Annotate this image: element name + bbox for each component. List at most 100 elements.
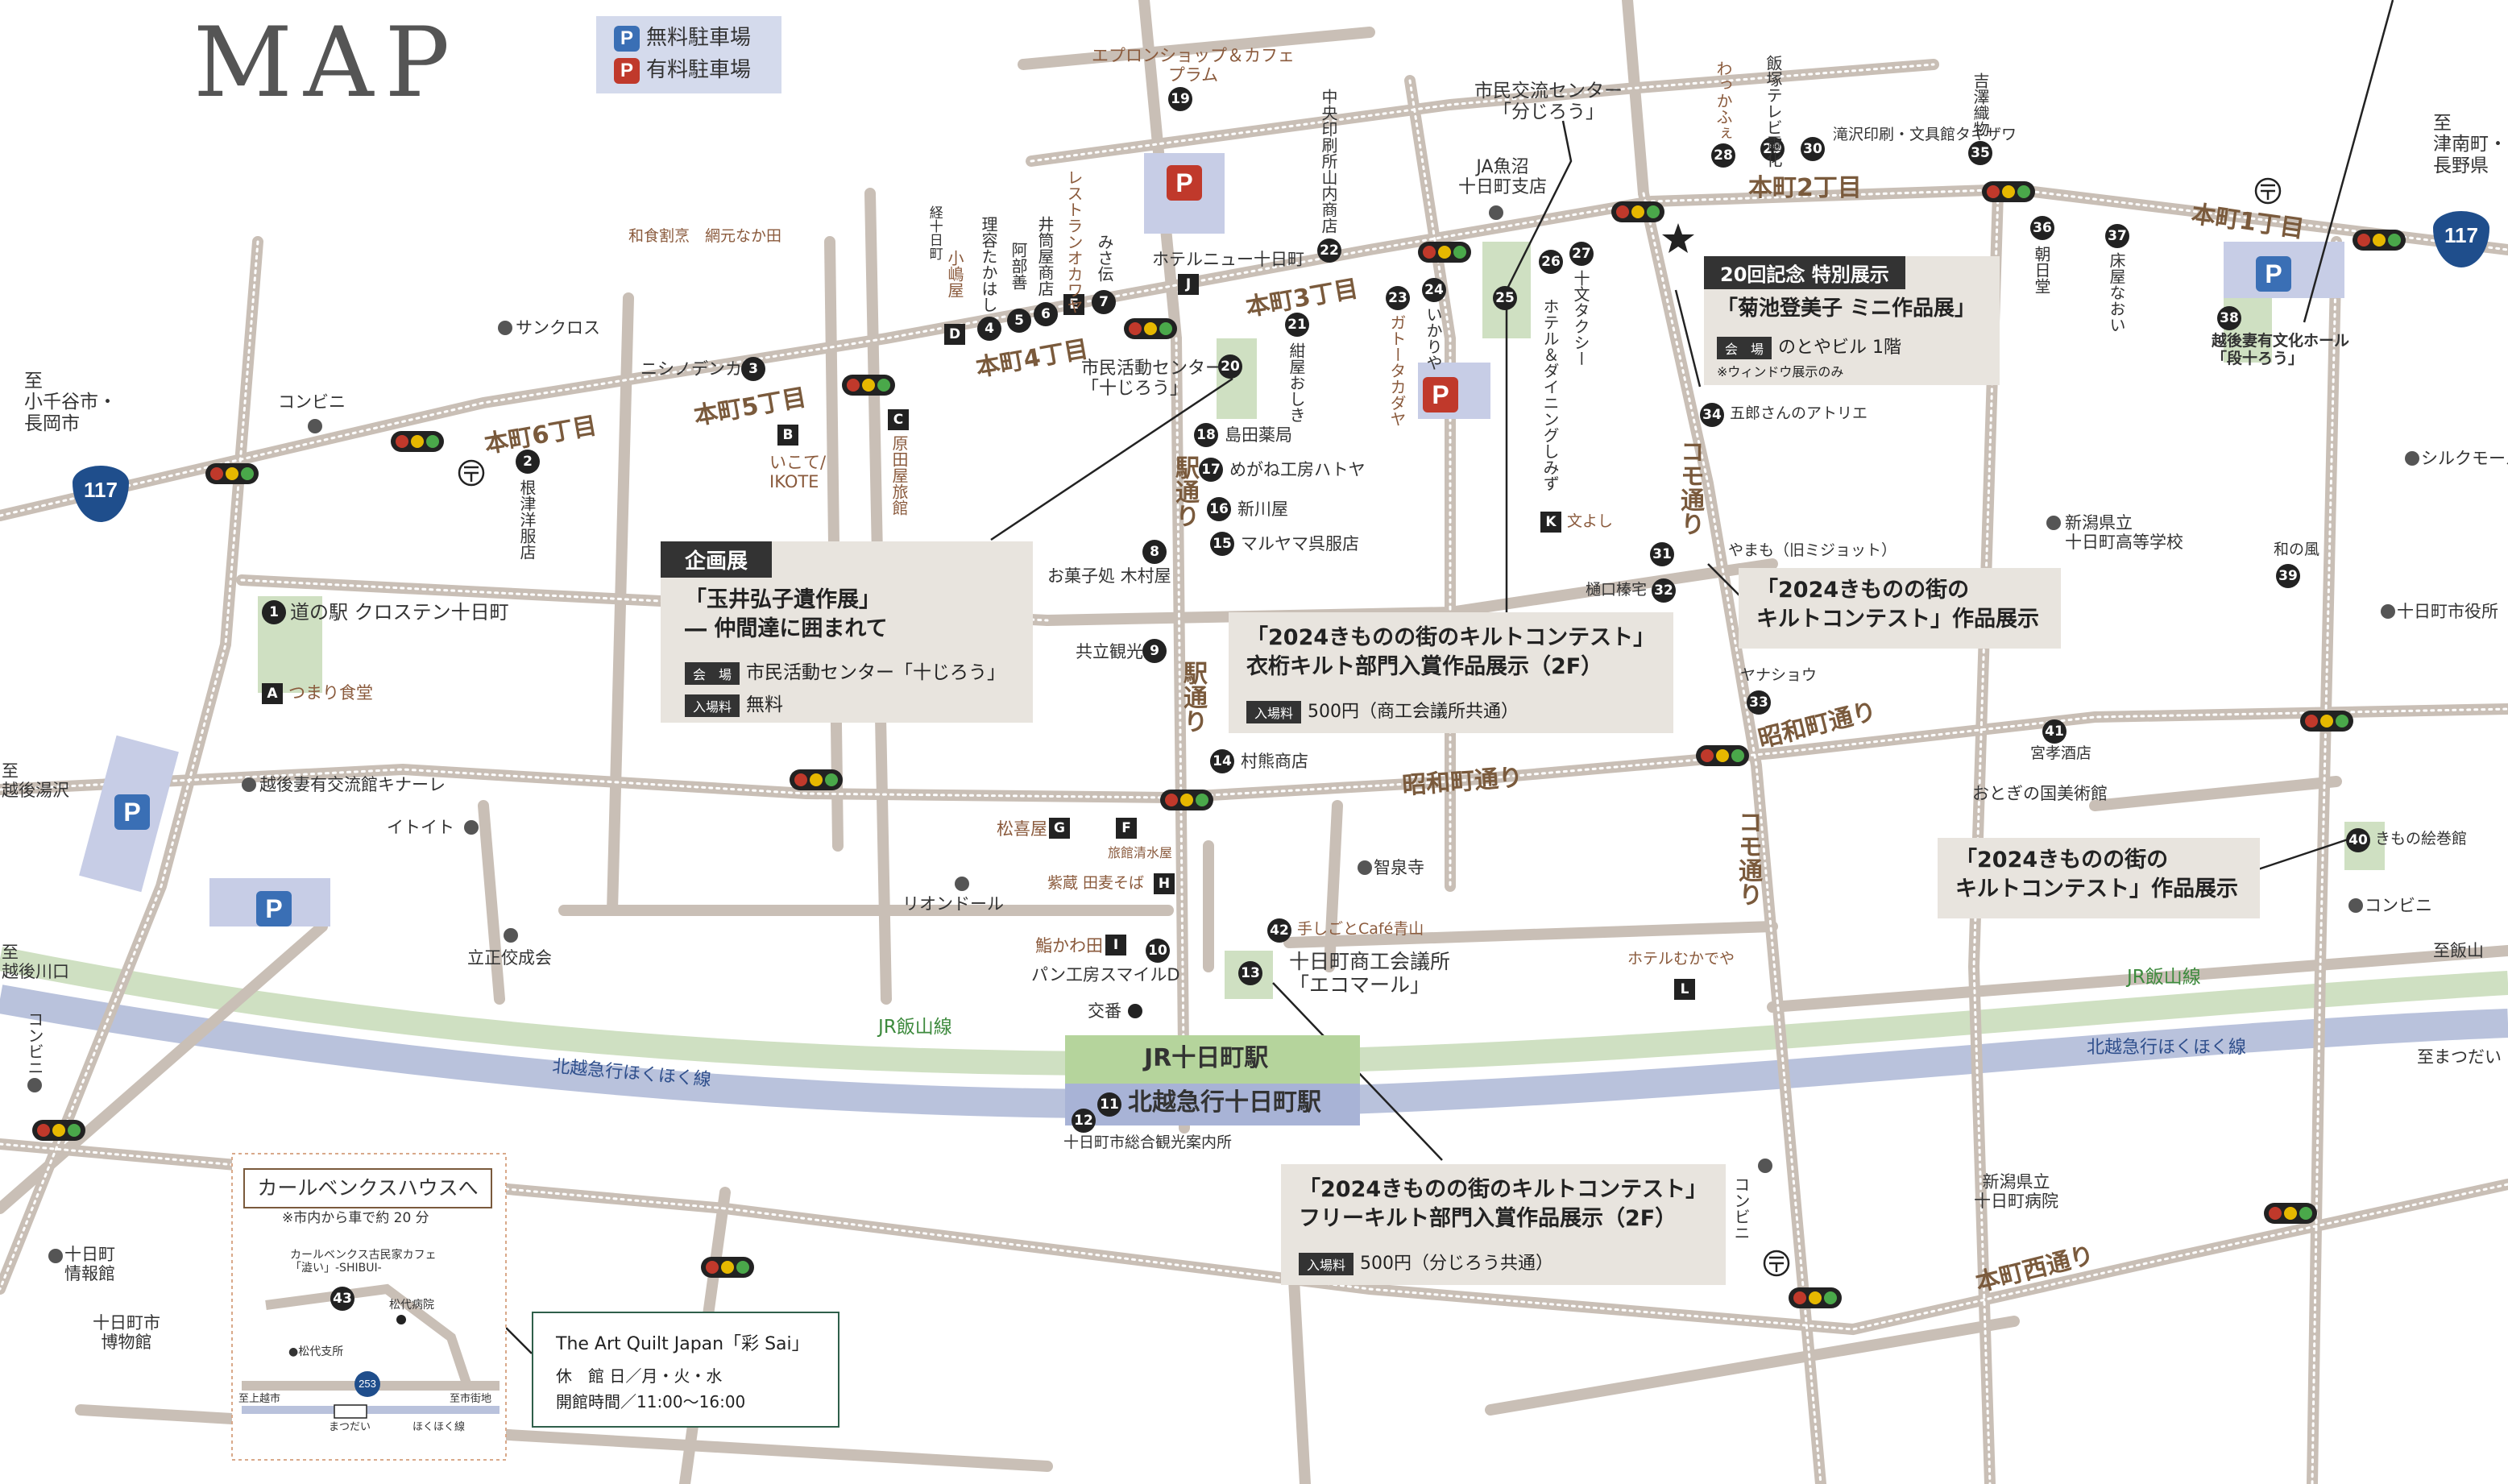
marker-A: A xyxy=(262,683,283,704)
place-5: 阿部善 xyxy=(1009,242,1028,290)
place-17: めがね工房ハトヤ xyxy=(1229,460,1366,479)
marker-F: F xyxy=(1116,818,1137,839)
marker-13: 13 xyxy=(1238,961,1262,985)
karl-matsudai: まつだい xyxy=(329,1421,371,1433)
place-34: 五郎さんのアトリエ xyxy=(1730,404,1868,422)
marker-20: 20 xyxy=(1218,354,1242,379)
marker-I: I xyxy=(1105,935,1126,955)
kikaku-exhibit-box: 企画展 「玉井弘子遺作展」 ― 仲間達に囲まれて 会 場市民活動センター「十じろ… xyxy=(661,541,1033,723)
place-otokoyu: 経十日町 xyxy=(926,205,943,260)
kanko-label: 十日町市総合観光案内所 xyxy=(1063,1134,1233,1151)
free-parking-icon: P xyxy=(114,794,150,830)
jr-line-label-2: JR飯山線 xyxy=(2127,967,2201,988)
marker-39: 39 xyxy=(2276,564,2300,588)
place-kinare: 越後妻有交流館キナーレ xyxy=(259,775,446,794)
kikaku-head: 企画展 xyxy=(661,541,773,578)
place-37: 床屋なおい xyxy=(2107,252,2126,333)
place-8: お菓子処 木村屋 xyxy=(1047,566,1171,586)
place-shiruku: シルクモール xyxy=(2421,449,2508,468)
direction-iiyama: 至飯山 xyxy=(2433,941,2484,960)
place-38: 越後妻有文化ホール 「段十ろう」 xyxy=(2212,332,2350,367)
marker-7: 7 xyxy=(1092,290,1116,314)
place-dot xyxy=(242,777,256,792)
place-dot xyxy=(504,928,518,943)
marker-24: 24 xyxy=(1422,278,1446,302)
marker-B: B xyxy=(777,425,798,446)
direction-yuzawa: 至 越後湯沢 xyxy=(2,761,69,801)
place-koko: 新潟県立 十日町高等学校 xyxy=(2065,513,2183,553)
place-33: ヤナショウ xyxy=(1740,666,1818,684)
marker-5: 5 xyxy=(1007,309,1031,333)
sai-box: The Art Quilt Japan「彩 Sai」 休 館 日／月・火・水 開… xyxy=(532,1312,839,1428)
place-15: マルヤマ呉服店 xyxy=(1241,534,1359,553)
place-F: 旅館清水屋 xyxy=(1108,845,1173,860)
sai-closed: 休 館 日／月・火・水 xyxy=(556,1366,723,1386)
jr-station xyxy=(1065,1035,1360,1084)
sai-hours: 開館時間／11:00〜16:00 xyxy=(556,1392,746,1411)
place-26: ホテル＆ダイニングしみず xyxy=(1540,298,1560,491)
direction-kawaguchi: 至 越後川口 xyxy=(2,943,69,982)
marker-6: 6 xyxy=(1034,302,1058,326)
marker-37: 37 xyxy=(2105,224,2129,248)
place-6: 井筒屋商店 xyxy=(1035,216,1055,296)
quilt-40-title: 「2024きものの街の キルトコンテスト」作品展示 xyxy=(1955,848,2238,902)
marker-8: 8 xyxy=(1142,540,1167,564)
kinuko-venue: 会 場のとやビル 1階 xyxy=(1717,333,1901,359)
marker-1: 1 xyxy=(262,600,286,624)
place-25: 市民交流センター 「分じろう」 xyxy=(1474,81,1623,123)
marker-34: 34 xyxy=(1700,403,1724,427)
marker-15: 15 xyxy=(1210,532,1234,556)
place-chisenji: 智泉寺 xyxy=(1374,858,1424,877)
marker-H: H xyxy=(1154,873,1175,894)
karl-hokuhoku: ほくほく線 xyxy=(412,1421,466,1433)
place-18: 島田薬局 xyxy=(1225,425,1292,445)
place-14: 村熊商店 xyxy=(1241,752,1308,771)
hokuhoku-line-label-2: 北越急行ほくほく線 xyxy=(2087,1038,2247,1058)
sai-title: The Art Quilt Japan「彩 Sai」 xyxy=(556,1334,810,1354)
place-28: わっかふぇ xyxy=(1714,60,1733,141)
marker-C: C xyxy=(888,409,909,430)
place-shiyakusho: 十日町市役所 xyxy=(2397,602,2498,621)
place-13: 十日町商工会議所 「エコマール」 xyxy=(1289,950,1451,997)
place-hakubutsukan: 十日町市 博物館 xyxy=(93,1313,160,1353)
place-wasyoku: 和食割烹 網元なか田 xyxy=(628,227,782,245)
karl-title: カールベンクスハウスへ xyxy=(243,1168,492,1208)
marker-43: 43 xyxy=(330,1287,354,1311)
quilt-31-box: 「2024きものの街の キルトコンテスト」作品展示 xyxy=(1739,568,2061,649)
street-komo: コモ通り xyxy=(1676,439,1704,536)
paid-parking-label: 有料駐車場 xyxy=(646,58,752,82)
place-42: 手しごとCafé青山 xyxy=(1297,920,1424,938)
place-23: ガトータカダヤ xyxy=(1387,314,1407,427)
place-konbini-3: コンビニ xyxy=(1731,1176,1751,1241)
marker-29: 29 xyxy=(1760,137,1785,161)
quilt-40-box: 「2024きものの街の キルトコンテスト」作品展示 xyxy=(1938,838,2260,918)
place-L: ホテルむかでや xyxy=(1627,950,1735,968)
place-40: きもの絵巻館 xyxy=(2375,830,2468,848)
place-johokan: 十日町 情報館 xyxy=(64,1245,115,1284)
place-9: 共立観光 xyxy=(1076,642,1143,661)
place-dot xyxy=(48,1249,63,1263)
place-dot xyxy=(1489,205,1503,220)
marker-J: J xyxy=(1178,274,1199,295)
place-3: ニシノデンカ xyxy=(640,359,742,379)
place-29: 飯塚テレビ電化 xyxy=(1764,55,1783,168)
street-eki: 駅通り xyxy=(1171,455,1199,528)
place-dot xyxy=(464,820,479,835)
free-parking-icon: P xyxy=(614,26,640,52)
place-konbini-2: コンビニ xyxy=(2365,896,2432,915)
karl-note: ※市内から車で約 20 分 xyxy=(282,1210,429,1226)
place-kokubi: おとぎの国美術館 xyxy=(1972,784,2108,803)
place-rissho: 立正佼成会 xyxy=(467,948,552,968)
marker-16: 16 xyxy=(1207,497,1231,521)
marker-30: 30 xyxy=(1801,137,1825,161)
place-1: 道の駅 クロステン十日町 xyxy=(290,601,509,624)
route-253-icon: 253 xyxy=(354,1371,380,1397)
marker-22: 22 xyxy=(1317,238,1341,263)
marker-33: 33 xyxy=(1747,690,1771,715)
marker-38: 38 xyxy=(2217,306,2241,330)
marker-2: 2 xyxy=(516,450,540,474)
street-komo-2: コモ通り xyxy=(1734,810,1762,906)
street-honmachi-2: 本町2丁目 xyxy=(1748,174,1862,202)
place-39: 和の風 xyxy=(2274,541,2320,558)
